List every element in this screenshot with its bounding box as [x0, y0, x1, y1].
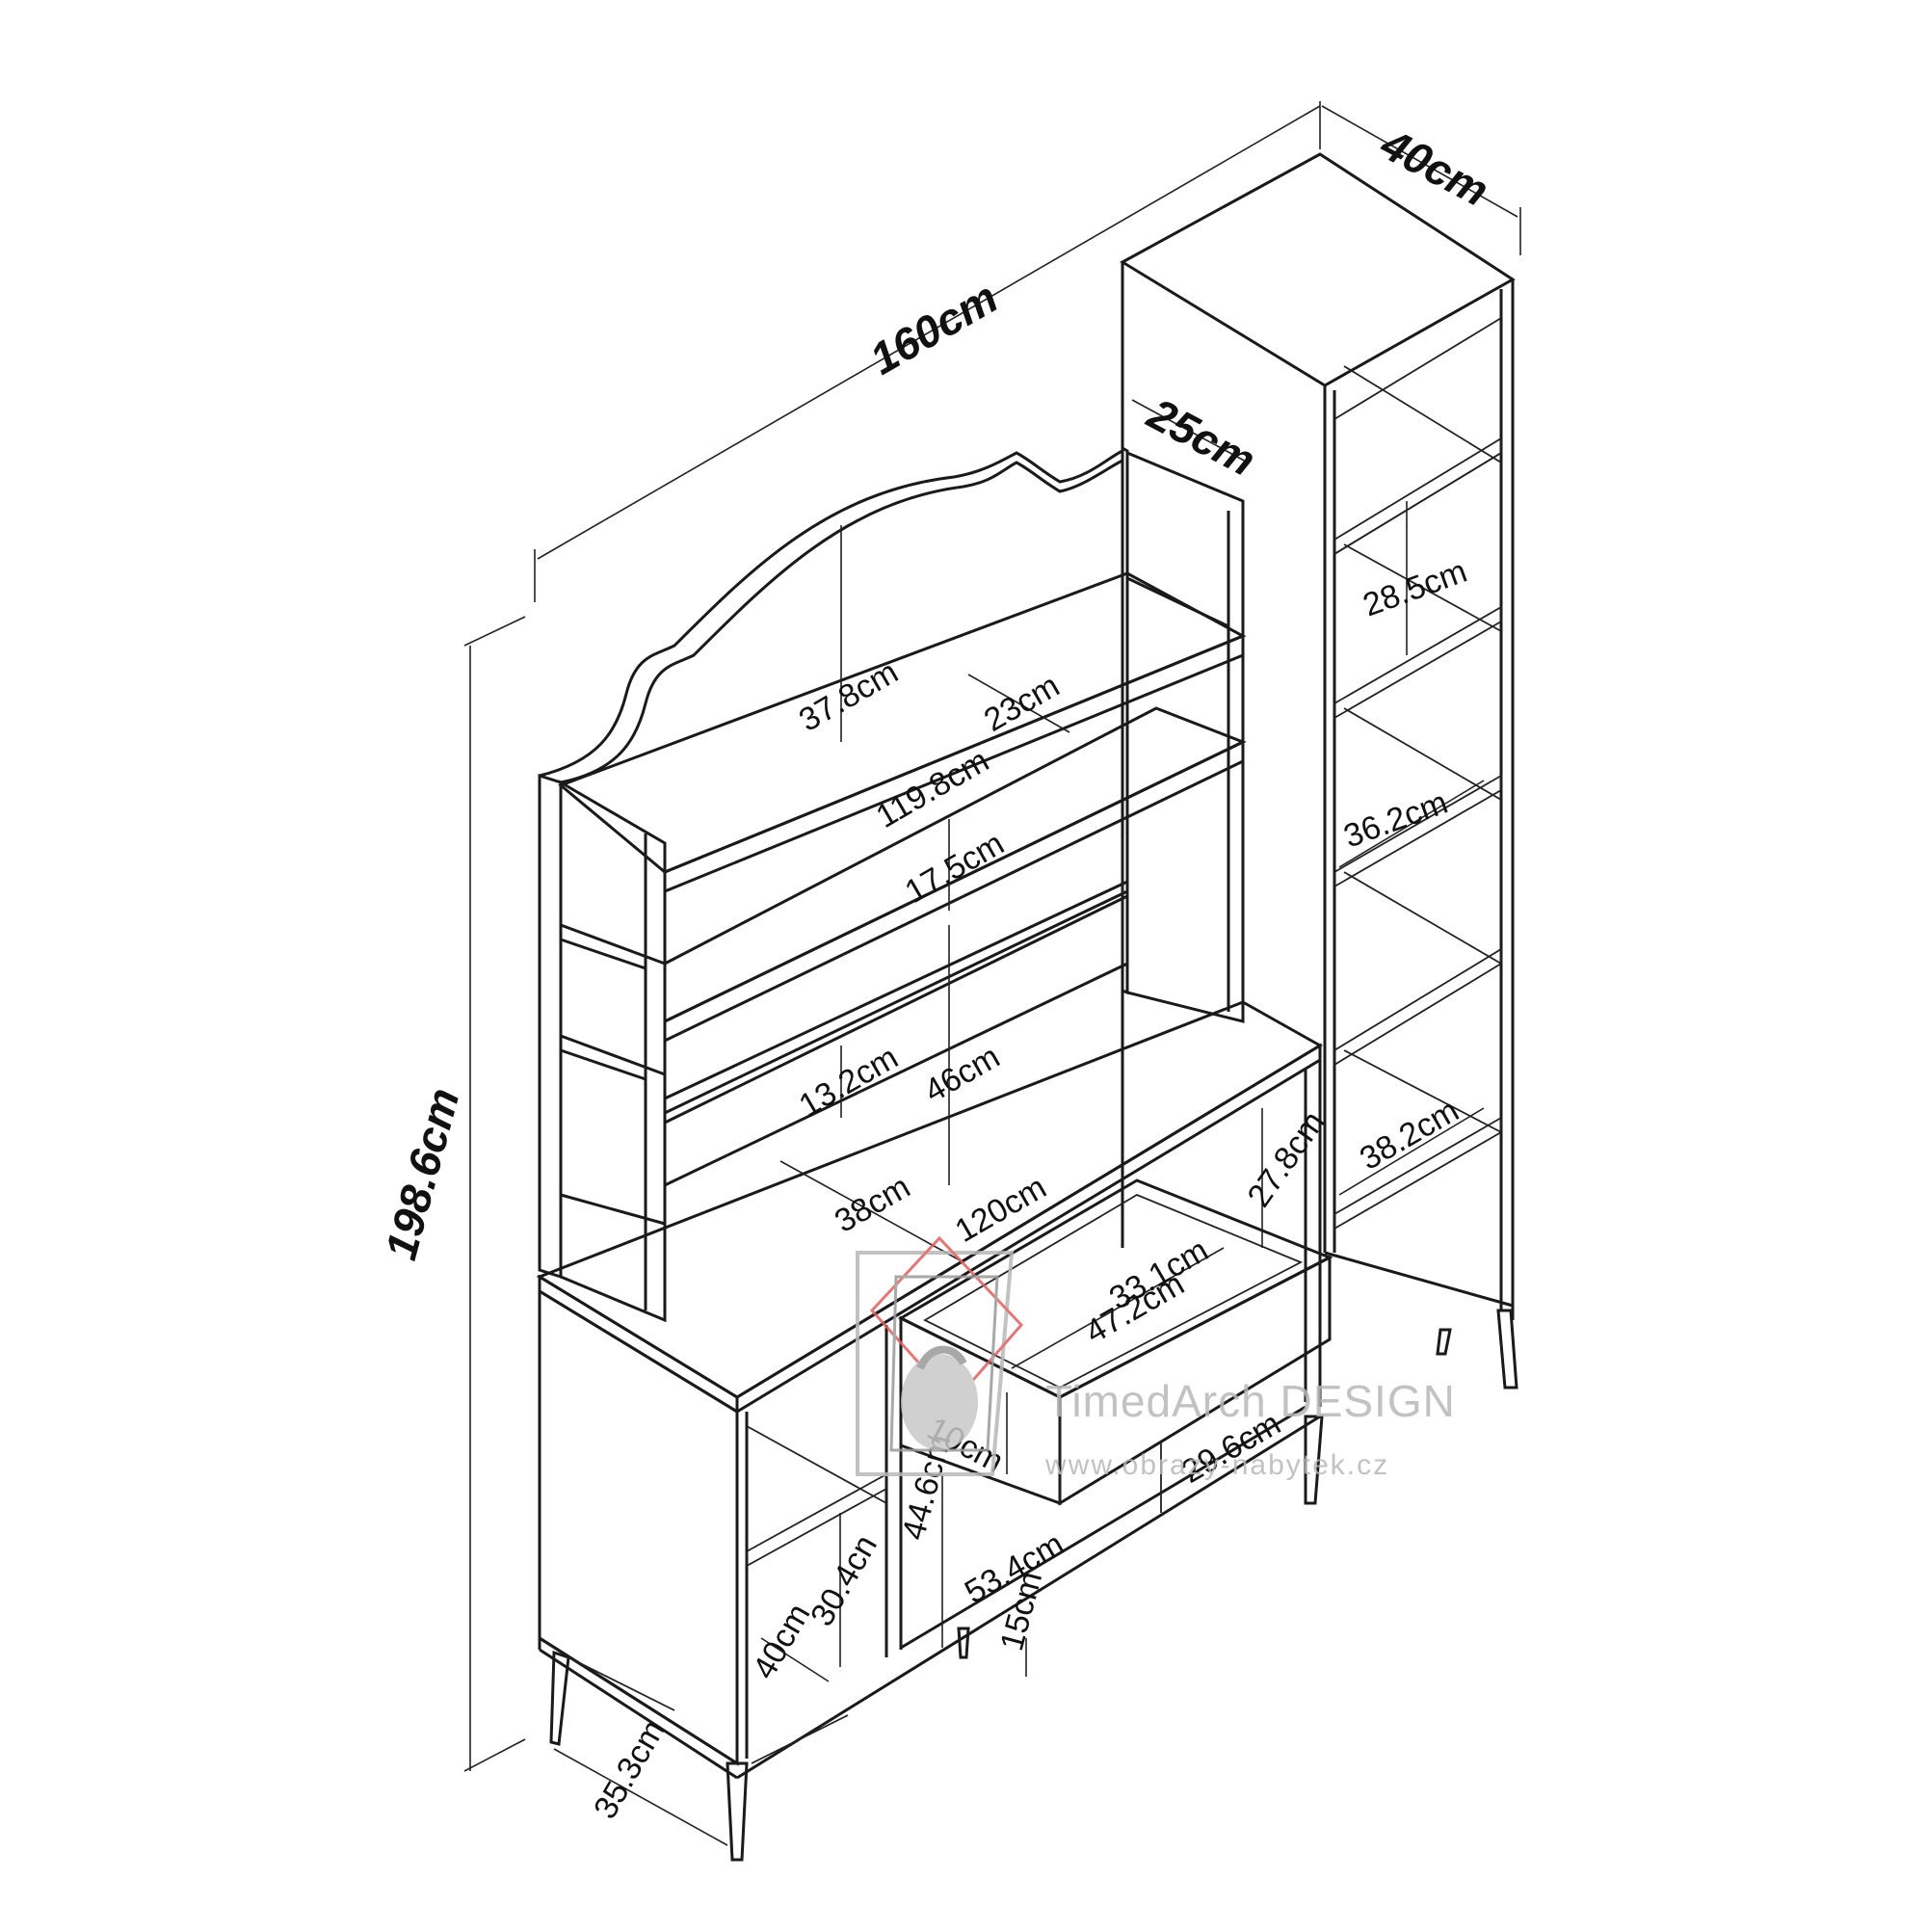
label-total-width: 160cm [861, 272, 1006, 384]
label-total-height: 198.6cm [375, 1083, 468, 1265]
label-top-shelf-width: 119.8cm [870, 742, 995, 835]
label-top-shelf-depth: 23cm [978, 667, 1066, 738]
tower-unit [1120, 152, 1518, 1389]
label-upper-depth: 25cm [1139, 387, 1263, 486]
desk-unit [536, 1000, 1333, 1862]
watermark: TimedArch DESIGN www.obrazy-nabytek.cz [856, 1235, 1456, 1481]
label-tower-shelf-3: 38.2cm [1354, 1092, 1465, 1178]
watermark-logo-icon [856, 1235, 1024, 1476]
label-desk-niche-height: 27.8cm [1240, 1104, 1332, 1213]
label-left-compartment-height: 40cm [746, 1598, 817, 1685]
label-shelf-gap-1: 17.5cm [899, 825, 1011, 911]
hutch-unit [538, 445, 1247, 1323]
watermark-brand: TimedArch DESIGN [1045, 1376, 1456, 1426]
label-tower-shelf-1: 28.5cm [1359, 553, 1472, 624]
label-arch-height: 37.8cm [793, 653, 905, 739]
label-tower-shelf-2: 36.2cm [1339, 784, 1453, 856]
dimension-lines [463, 101, 1521, 1846]
watermark-url: www.obrazy-nabytek.cz [1044, 1449, 1389, 1481]
